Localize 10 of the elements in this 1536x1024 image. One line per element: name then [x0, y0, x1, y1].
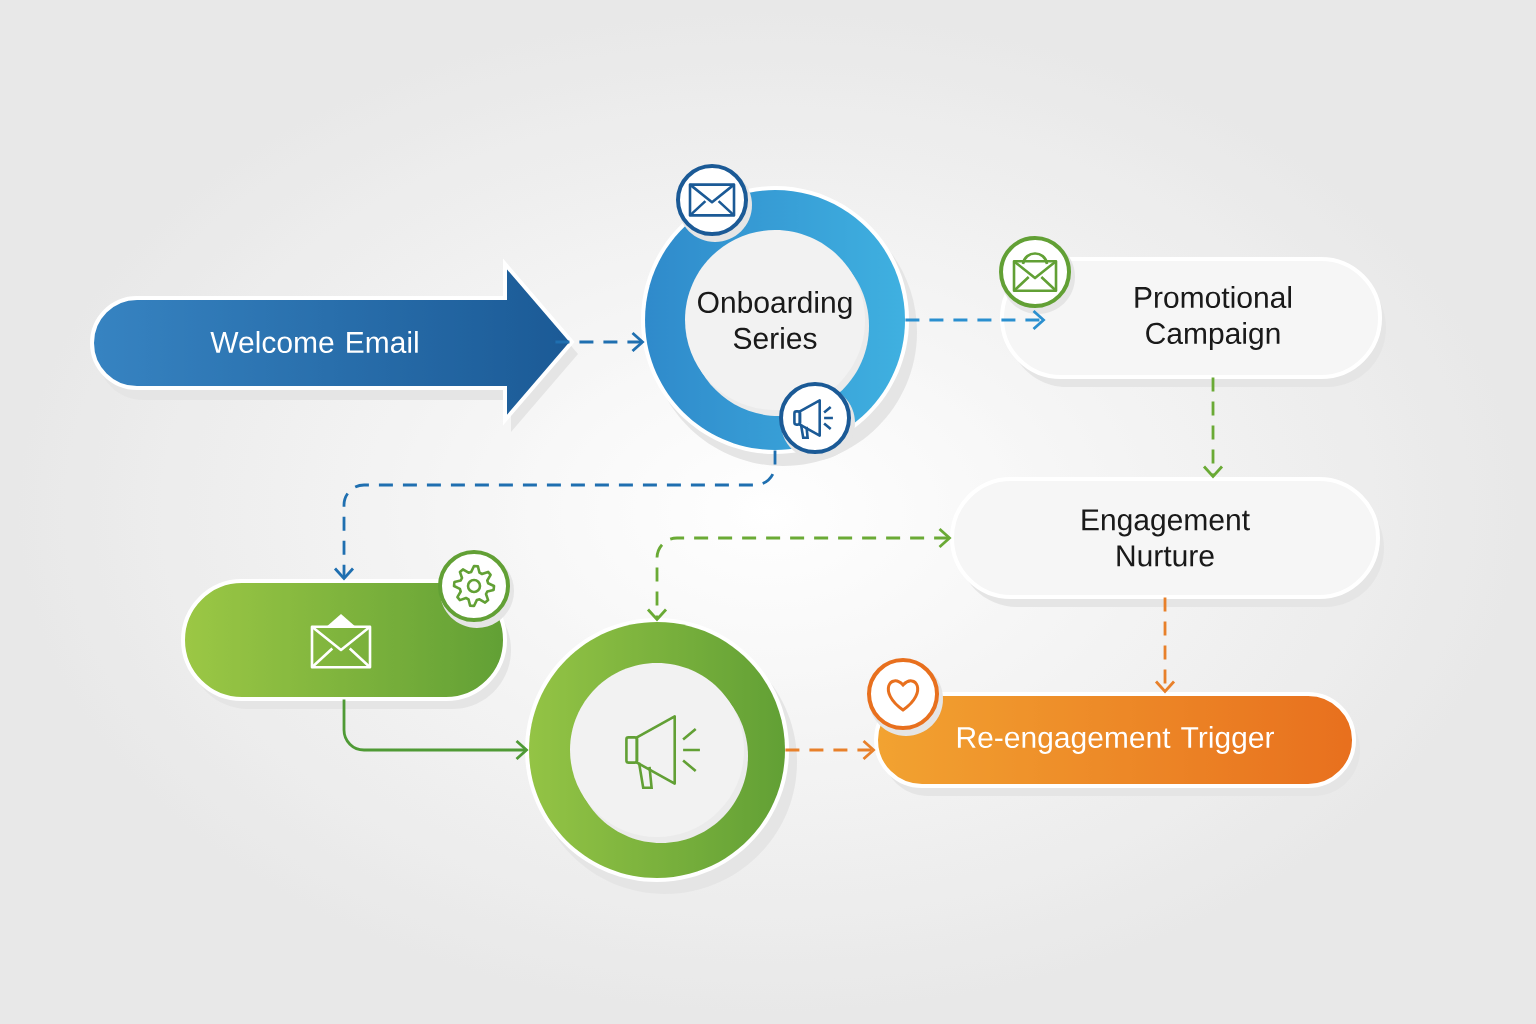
- arrow: [905, 309, 1046, 331]
- arrow: [646, 527, 952, 622]
- pill-box: Engagement Nurture: [950, 477, 1384, 607]
- arrow: [342, 699, 529, 761]
- arrow: [1202, 377, 1224, 479]
- arrow: [333, 450, 777, 581]
- arrow: [785, 739, 876, 761]
- arrow: [1154, 597, 1176, 694]
- pill-box: Re-engagement Trigger: [874, 692, 1360, 796]
- arrow: [555, 331, 645, 353]
